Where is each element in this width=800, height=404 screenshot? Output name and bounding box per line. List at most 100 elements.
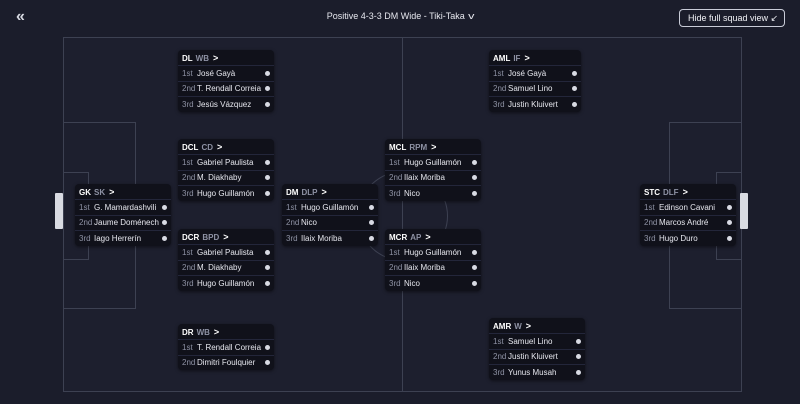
role-code: SK bbox=[94, 187, 106, 197]
depth-rank: 3rd bbox=[182, 99, 194, 109]
player-status-icon bbox=[265, 70, 270, 76]
player-status-icon bbox=[265, 344, 270, 350]
depth-row[interactable]: 1st Edinson Cavani bbox=[640, 199, 736, 215]
depth-rank: 1st bbox=[182, 342, 193, 352]
player-name: Hugo Guillamón bbox=[404, 247, 462, 257]
double-chevron-left-icon[interactable]: « bbox=[16, 8, 25, 25]
player-name: Ilaix Moriba bbox=[301, 233, 342, 243]
role-code: WB bbox=[195, 53, 209, 63]
depth-rank: 1st bbox=[182, 157, 193, 167]
depth-rank: 2nd bbox=[644, 218, 658, 228]
player-name: Ilaix Moriba bbox=[404, 263, 445, 273]
collapse-arrows-icon: ↙ bbox=[770, 13, 778, 23]
position-code: DCL bbox=[182, 142, 199, 152]
role-code: BPD bbox=[202, 232, 220, 242]
depth-rank: 2nd bbox=[389, 173, 403, 183]
player-status-icon bbox=[369, 235, 374, 241]
player-name: Jaume Doménech bbox=[94, 218, 159, 228]
player-name: José Gayà bbox=[508, 68, 547, 78]
chevron-right-icon: > bbox=[682, 187, 688, 197]
player-status-icon bbox=[265, 265, 270, 271]
depth-rank: 2nd bbox=[286, 218, 300, 228]
player-status-icon bbox=[369, 204, 374, 210]
depth-rank: 2nd bbox=[389, 263, 403, 273]
hide-full-squad-view-button[interactable]: Hide full squad view ↙ bbox=[679, 9, 785, 27]
player-name: Hugo Duro bbox=[659, 233, 698, 243]
player-status-icon bbox=[472, 175, 477, 181]
depth-rank: 3rd bbox=[389, 278, 401, 288]
player-name: G. Mamardashvili bbox=[94, 202, 157, 212]
player-name: Nico bbox=[404, 278, 421, 288]
role-code: DLP bbox=[301, 187, 318, 197]
depth-rank: 2nd bbox=[182, 173, 196, 183]
player-status-icon bbox=[472, 265, 477, 271]
position-code: DM bbox=[286, 187, 299, 197]
player-status-icon bbox=[576, 338, 581, 344]
player-status-icon bbox=[576, 369, 581, 375]
player-status-icon bbox=[265, 280, 270, 286]
player-status-icon bbox=[727, 204, 732, 210]
role-code: CD bbox=[201, 142, 214, 152]
hide-full-squad-view-label: Hide full squad view bbox=[688, 13, 769, 23]
chevron-down-icon[interactable]: v bbox=[467, 11, 475, 21]
depth-rank: 1st bbox=[644, 202, 655, 212]
depth-rank: 2nd bbox=[182, 84, 196, 94]
player-status-icon bbox=[265, 175, 270, 181]
player-name: Hugo Guillamón bbox=[301, 202, 359, 212]
player-status-icon bbox=[727, 220, 732, 226]
chevron-right-icon: > bbox=[217, 142, 223, 152]
tactic-name[interactable]: Positive 4-3-3 DM Wide - Tiki-Taka bbox=[326, 11, 465, 21]
player-name: Justin Kluivert bbox=[508, 99, 558, 109]
position-code: DL bbox=[182, 53, 193, 63]
player-name: Samuel Lino bbox=[508, 336, 553, 346]
player-name: Edinson Cavani bbox=[659, 202, 716, 212]
depth-rank: 1st bbox=[389, 157, 400, 167]
